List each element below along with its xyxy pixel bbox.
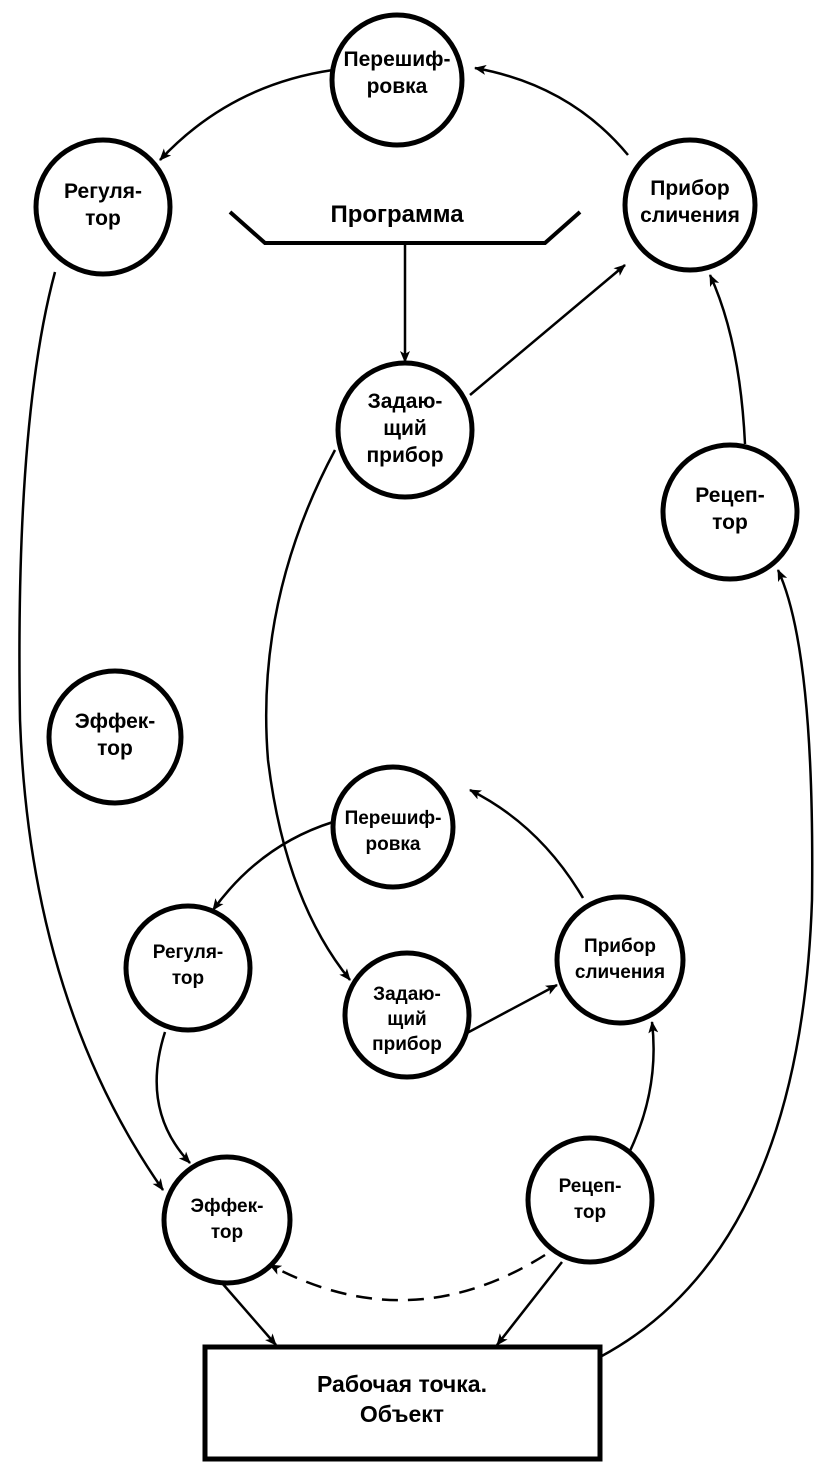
svg-text:прибор: прибор: [366, 444, 443, 467]
svg-text:ровка: ровка: [366, 834, 421, 855]
node-setter-lower: Задаю- щий прибор: [342, 950, 472, 1080]
svg-text:тор: тор: [211, 1222, 243, 1243]
arrow-setter-to-comparator-lower: [466, 983, 558, 1035]
svg-text:Регуля-: Регуля-: [153, 942, 223, 963]
svg-text:Рецеп-: Рецеп-: [695, 484, 764, 507]
arrow-receptor-to-comparator-upper: [708, 274, 747, 445]
arrow-setter-upper-to-setter-lower: [264, 449, 351, 981]
node-recoder-upper: Перешиф- ровка: [329, 12, 465, 148]
svg-text:тор: тор: [712, 511, 748, 534]
svg-text:Прибор: Прибор: [650, 177, 729, 200]
node-recoder-lower: Перешиф- ровка: [330, 764, 456, 890]
arrow-effector-to-object: [221, 1282, 277, 1346]
svg-text:тор: тор: [85, 207, 121, 230]
svg-text:Рецеп-: Рецеп-: [559, 1176, 622, 1197]
svg-text:Объект: Объект: [360, 1401, 444, 1427]
svg-text:сличения: сличения: [575, 962, 665, 983]
svg-text:Перешиф-: Перешиф-: [343, 48, 450, 71]
svg-text:щий: щий: [383, 417, 427, 440]
svg-text:сличения: сличения: [640, 204, 740, 227]
node-comparator-lower: Прибор сличения: [554, 894, 686, 1026]
svg-text:Регуля-: Регуля-: [64, 180, 142, 203]
svg-text:тор: тор: [97, 737, 133, 760]
arrow-recoder-to-regulator-upper: [159, 68, 334, 161]
arrow-regulator-upper-to-effector-lower: [18, 271, 165, 1191]
node-object: Рабочая точка. Объект: [202, 1344, 603, 1462]
arrow-receptor-to-object: [496, 1261, 563, 1346]
svg-text:ровка: ровка: [367, 75, 428, 98]
arrow-regulator-to-effector-lower: [155, 1031, 191, 1164]
node-receptor-upper: Рецеп- тор: [660, 442, 800, 582]
svg-text:Задаю-: Задаю-: [368, 390, 443, 413]
arrow-comparator-to-recoder-lower: [469, 788, 585, 899]
arrow-dashed-receptor-to-effector: [269, 1253, 546, 1302]
svg-text:Эффек-: Эффек-: [75, 710, 156, 733]
node-effector-upper: Эффек- тор: [46, 668, 184, 806]
svg-text:Рабочая точка.: Рабочая точка.: [317, 1371, 487, 1397]
svg-text:щий: щий: [387, 1009, 426, 1030]
node-receptor-lower: Рецеп- тор: [525, 1135, 655, 1265]
svg-text:Эффек-: Эффек-: [191, 1196, 264, 1217]
node-regulator-lower: Регуля- тор: [123, 903, 253, 1033]
node-regulator-upper: Регуля- тор: [33, 137, 173, 277]
svg-text:Прибор: Прибор: [584, 936, 656, 957]
arrow-object-to-receptor-upper: [599, 569, 814, 1359]
svg-text:тор: тор: [574, 1202, 606, 1223]
svg-text:тор: тор: [172, 968, 204, 989]
arrow-recoder-to-regulator-lower: [211, 820, 334, 911]
arrow-setter-to-comparator-upper: [469, 264, 626, 396]
program-bracket: [228, 210, 582, 245]
node-setter-upper: Задаю- щий прибор: [335, 360, 475, 500]
arrow-comparator-to-recoder-upper: [474, 65, 629, 156]
svg-text:Перешиф-: Перешиф-: [345, 808, 442, 829]
program-label: Программа: [330, 201, 464, 228]
svg-text:прибор: прибор: [372, 1034, 442, 1055]
arrow-receptor-to-comparator-lower: [626, 1021, 659, 1156]
node-comparator-upper: Прибор сличения: [622, 137, 758, 273]
node-effector-lower: Эффек- тор: [161, 1154, 293, 1286]
svg-text:Задаю-: Задаю-: [373, 984, 441, 1005]
